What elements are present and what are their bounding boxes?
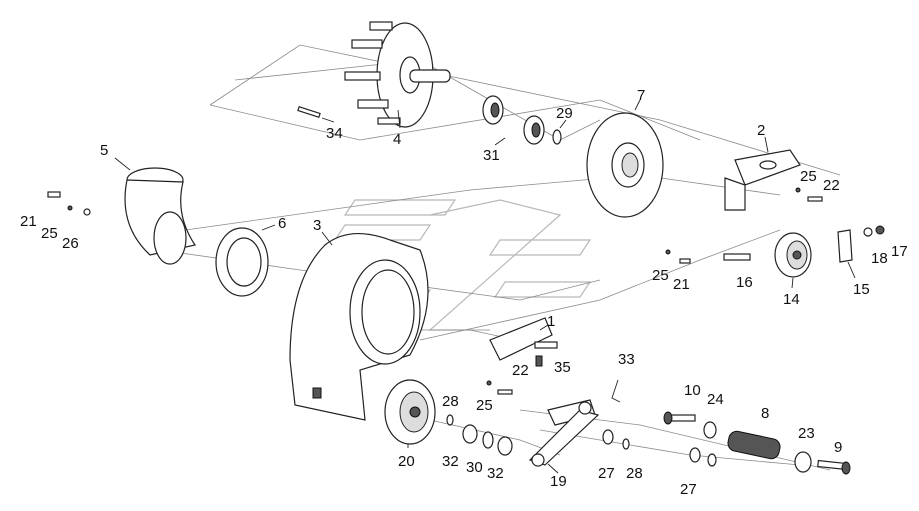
label-p15: 15 [853, 281, 870, 298]
label-p5: 5 [100, 142, 108, 159]
label-p28a: 28 [442, 393, 459, 410]
label-p6: 6 [278, 215, 286, 232]
fastener-group-right [665, 187, 823, 264]
tensioner-bolt-part [663, 411, 717, 439]
label-p25b: 25 [41, 225, 58, 242]
label-p21a: 21 [20, 213, 37, 230]
spring-bolt-part [794, 451, 851, 475]
label-p2: 2 [757, 122, 765, 139]
label-p18: 18 [871, 250, 888, 267]
label-p4: 4 [393, 131, 401, 148]
label-p24: 24 [707, 391, 724, 408]
circlip-part [552, 119, 567, 145]
label-p22b: 22 [512, 362, 529, 379]
part-labels: 34 4 31 29 7 2 25 22 5 21 25 26 6 3 25 2… [20, 87, 908, 498]
gasket-part [215, 224, 276, 297]
inlet-elbow-part [114, 157, 196, 265]
label-p16: 16 [736, 274, 753, 291]
label-p25d: 25 [476, 397, 493, 414]
label-p25c: 25 [652, 267, 669, 284]
drive-pulley-part [384, 379, 436, 448]
label-p30: 30 [466, 459, 483, 476]
tensioner-bracket-part [486, 317, 558, 395]
label-p25a: 25 [800, 168, 817, 185]
label-p10: 10 [684, 382, 701, 399]
label-p32a: 32 [442, 453, 459, 470]
label-p8: 8 [761, 405, 769, 422]
label-p34: 34 [326, 125, 343, 142]
nut-washer-part [863, 225, 885, 237]
fastener-group-left [47, 191, 91, 216]
label-p32b: 32 [487, 465, 504, 482]
label-p1: 1 [547, 313, 555, 330]
label-p7: 7 [637, 87, 645, 104]
mounting-bracket-part [724, 136, 801, 211]
arm-washers-part [602, 429, 717, 467]
label-p23: 23 [798, 425, 815, 442]
label-p27a: 27 [598, 465, 615, 482]
label-p19: 19 [550, 473, 567, 490]
tension-spring-part [727, 430, 781, 460]
impeller-part [344, 21, 451, 129]
clamp-part [837, 229, 856, 279]
tensioner-arm-part [528, 399, 600, 474]
pulley-bearings-part [446, 414, 513, 456]
label-p28b: 28 [626, 465, 643, 482]
label-p27b: 27 [680, 481, 697, 498]
label-p20: 20 [398, 453, 415, 470]
label-p17: 17 [891, 243, 908, 260]
bearing-part [482, 95, 545, 146]
key-pin-part [297, 105, 335, 123]
label-p9: 9 [834, 439, 842, 456]
label-p29: 29 [556, 105, 573, 122]
label-p33: 33 [618, 351, 635, 368]
pulley-part [774, 232, 812, 289]
label-p35: 35 [554, 359, 571, 376]
fan-housing-part [289, 231, 429, 421]
label-p31: 31 [483, 147, 500, 164]
label-p3: 3 [313, 217, 321, 234]
label-p26: 26 [62, 235, 79, 252]
label-p21b: 21 [673, 276, 690, 293]
label-p14: 14 [783, 291, 800, 308]
label-p22a: 22 [823, 177, 840, 194]
spring-clip-part [611, 379, 621, 403]
back-plate-part [586, 99, 664, 218]
